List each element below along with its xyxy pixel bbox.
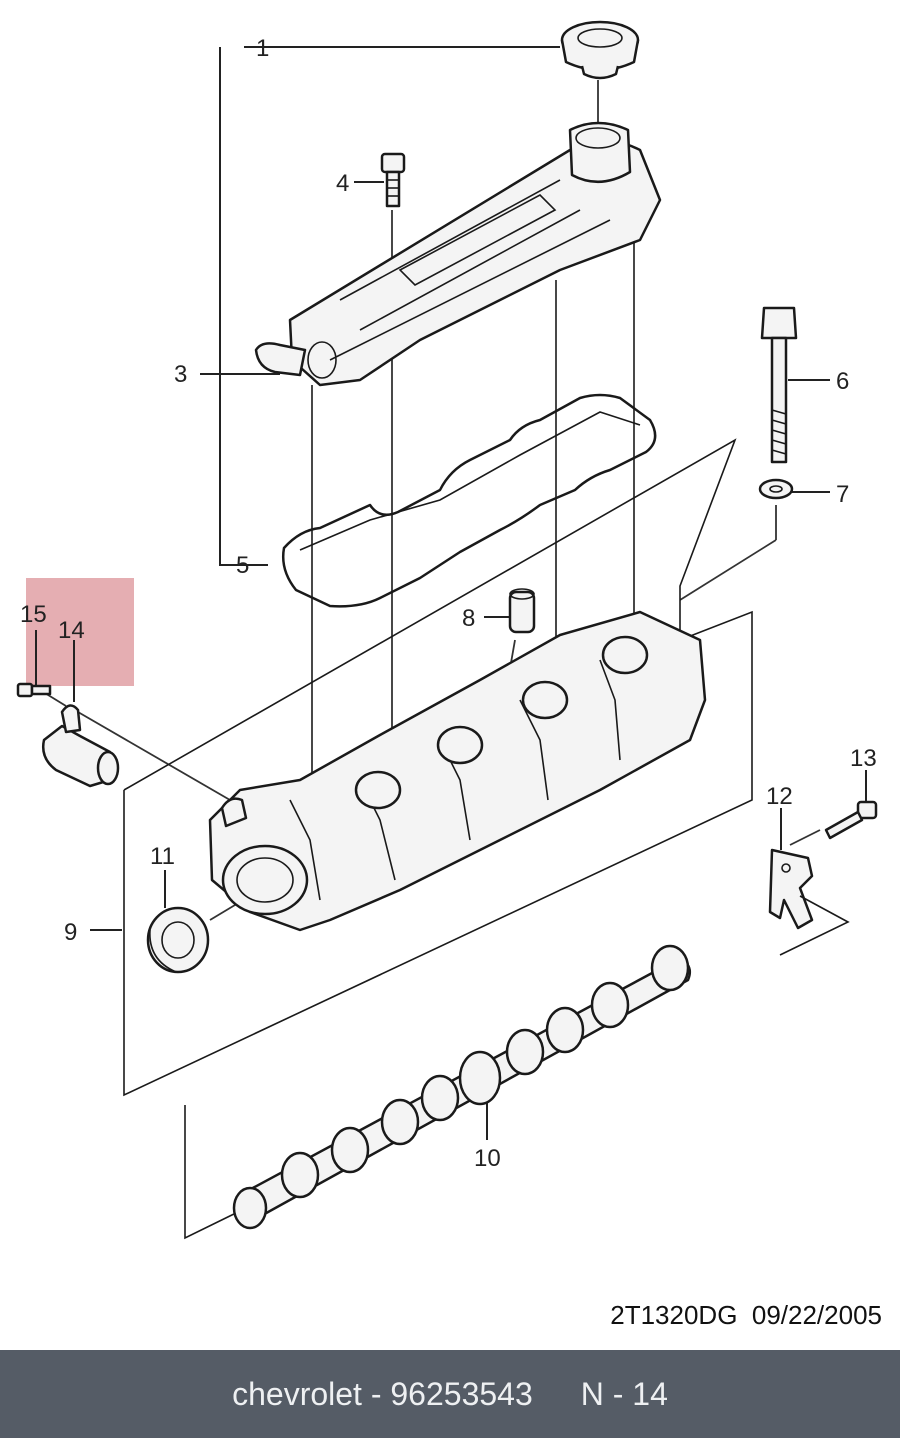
washer-7 (758, 478, 794, 500)
highlight-box (26, 578, 134, 686)
oil-filler-cap (560, 20, 640, 80)
callout-14: 14 (58, 617, 85, 644)
cover-gasket (282, 393, 657, 608)
bracket (768, 848, 814, 930)
bolt-13 (824, 800, 878, 840)
cylinder-head-cover (254, 121, 662, 387)
footer-part-text: chevrolet - 96253543 (232, 1375, 533, 1412)
callout-5: 5 (236, 552, 249, 579)
bolt-4 (380, 152, 406, 208)
callout-12: 12 (766, 783, 793, 810)
callout-labels: 1 3 4 5 6 7 8 9 10 11 12 13 14 15 (20, 35, 877, 1172)
leader-lines (35, 46, 867, 1140)
position-sensor (42, 704, 120, 788)
callout-7: 7 (836, 481, 849, 508)
callout-3: 3 (174, 361, 187, 388)
callout-1: 1 (256, 35, 269, 62)
oil-seal (146, 906, 210, 974)
housing-frame (123, 438, 753, 1097)
camshaft-housing (208, 610, 707, 932)
callout-15: 15 (20, 601, 47, 628)
callout-10: 10 (474, 1145, 501, 1172)
callout-6: 6 (836, 368, 849, 395)
footer-bar: chevrolet - 96253543 N - 14 (0, 1350, 900, 1438)
callout-13: 13 (850, 745, 877, 772)
callout-8: 8 (462, 605, 475, 632)
plug-8 (508, 588, 536, 634)
bolt-15 (16, 682, 52, 698)
camshaft-frame (184, 1105, 239, 1240)
footer-page-text: N - 14 (580, 1375, 668, 1412)
exploded-parts-diagram: 1 3 4 5 6 7 8 9 10 11 12 13 14 15 (16, 20, 878, 1240)
bolt-6 (760, 306, 798, 464)
callout-9: 9 (64, 919, 77, 946)
camshaft (232, 944, 691, 1230)
drawing-code: 2T1320DG 09/22/2005 (610, 1300, 882, 1330)
bracket-frame (779, 895, 850, 956)
callout-4: 4 (336, 170, 349, 197)
callout-11: 11 (150, 843, 175, 870)
